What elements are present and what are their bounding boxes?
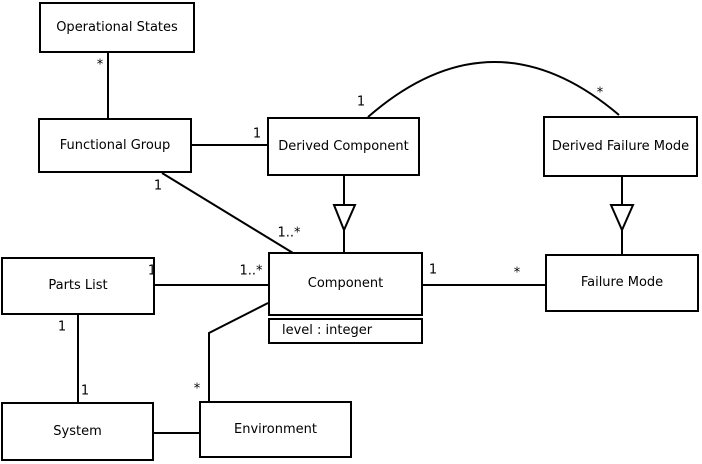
generalization-triangle-icon <box>332 204 357 233</box>
multiplicity-label: 1 <box>80 383 90 399</box>
class-environment: Environment <box>199 401 352 458</box>
class-name-label: Derived Component <box>278 138 409 154</box>
multiplicity-label: 1 <box>153 178 163 194</box>
class-derived-component: Derived Component <box>267 117 420 176</box>
class-operational-states: Operational States <box>39 2 195 53</box>
multiplicity-label: 1 <box>356 94 366 110</box>
multiplicity-label: 1..* <box>277 225 301 241</box>
association-component-environment <box>208 302 269 401</box>
class-component: Component <box>268 252 423 316</box>
class-name-label: Environment <box>233 421 317 437</box>
multiplicity-label: * <box>96 57 104 73</box>
class-name-label: System <box>53 423 102 439</box>
multiplicity-label: * <box>193 381 201 397</box>
class-derived-failure-mode: Derived Failure Mode <box>543 116 698 177</box>
multiplicity-label: 1 <box>57 319 67 335</box>
class-name-label: Derived Failure Mode <box>551 138 690 154</box>
multiplicity-label: 1 <box>252 126 262 142</box>
multiplicity-label: * <box>513 265 521 281</box>
class-name-label: Functional Group <box>59 137 171 153</box>
association-derived-component-derived-failure-mode <box>367 61 620 118</box>
class-name-label: Operational States <box>56 19 178 35</box>
class-parts-list: Parts List <box>1 257 155 315</box>
class-name-label: Failure Mode <box>580 275 664 291</box>
class-functional-group: Functional Group <box>38 118 192 173</box>
class-name-label: Parts List <box>48 278 108 294</box>
class-failure-mode: Failure Mode <box>545 254 699 312</box>
multiplicity-label: 1 <box>147 263 157 279</box>
association-functional-group-component <box>161 172 294 254</box>
class-system: System <box>1 402 154 461</box>
class-component-attribute-compartment: level : integer <box>268 318 423 344</box>
multiplicity-label: 1 <box>428 262 438 278</box>
class-name-label: Component <box>307 276 384 292</box>
multiplicity-label: * <box>596 85 604 101</box>
attribute-label: level : integer <box>282 323 373 339</box>
generalization-triangle-icon <box>609 204 635 233</box>
multiplicity-label: 1..* <box>239 263 263 279</box>
